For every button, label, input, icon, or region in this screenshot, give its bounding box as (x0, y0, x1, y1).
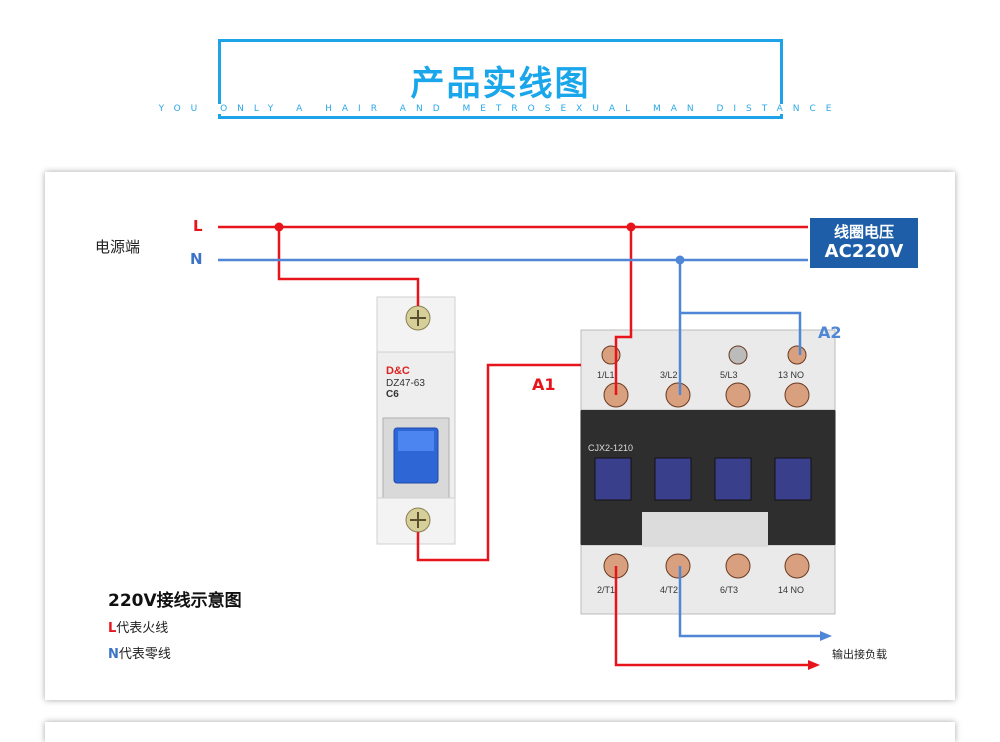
output-load-label: 输出接负载 (832, 648, 887, 661)
neutral-junction (675, 255, 685, 265)
terminal-bottom-4: 14 NO (778, 585, 804, 595)
legend-item-neutral: N代表零线 (108, 643, 171, 662)
terminal-top-1: 1/L1 (597, 370, 615, 380)
contactor-model: CJX2-1210 (588, 443, 633, 453)
terminal-bottom-3: 6/T3 (720, 585, 738, 595)
live-junction-1 (274, 222, 284, 232)
coil-voltage-value: AC220V (824, 241, 904, 262)
live-wires (218, 225, 808, 667)
terminal-bottom-2: 4/T2 (660, 585, 678, 595)
line-N-label: N (190, 250, 203, 268)
page-title: 产品实线图 (410, 64, 591, 104)
legend-title: 220V接线示意图 (108, 591, 242, 611)
legend-text-L: 代表火线 (116, 621, 169, 636)
coil-voltage-box: 线圈电压 AC220V (810, 218, 918, 268)
terminal-bottom-1: 2/T1 (597, 585, 615, 595)
page-subtitle: YOU ONLY A HAIR AND METROSEXUAL MAN DIST… (40, 104, 960, 114)
legend-item-live: L代表火线 (108, 617, 168, 636)
breaker-rating: C6 (386, 389, 399, 400)
terminal-A2-label: A2 (818, 323, 842, 342)
legend-key-N: N (108, 647, 119, 662)
legend-key-L: L (108, 621, 117, 636)
power-source-label: 电源端 (95, 238, 141, 256)
line-L-label: L (193, 217, 203, 235)
terminal-top-3: 5/L3 (720, 370, 738, 380)
legend-text-N: 代表零线 (118, 647, 171, 662)
breaker-model: DZ47-63 (386, 378, 425, 389)
terminal-A1-label: A1 (532, 375, 556, 394)
terminal-top-2: 3/L2 (660, 370, 678, 380)
coil-voltage-label: 线圈电压 (833, 223, 894, 241)
contactor: CJX2-1210 1/L1 3/L2 5/L3 13 NO 2/T1 4/T2… (580, 329, 836, 615)
circuit-breaker: D&C DZ47-63 C6 (376, 296, 456, 545)
terminal-top-4: 13 NO (778, 370, 804, 380)
breaker-brand: D&C (386, 365, 410, 377)
neutral-wires (218, 258, 820, 638)
live-junction-2 (626, 222, 636, 232)
